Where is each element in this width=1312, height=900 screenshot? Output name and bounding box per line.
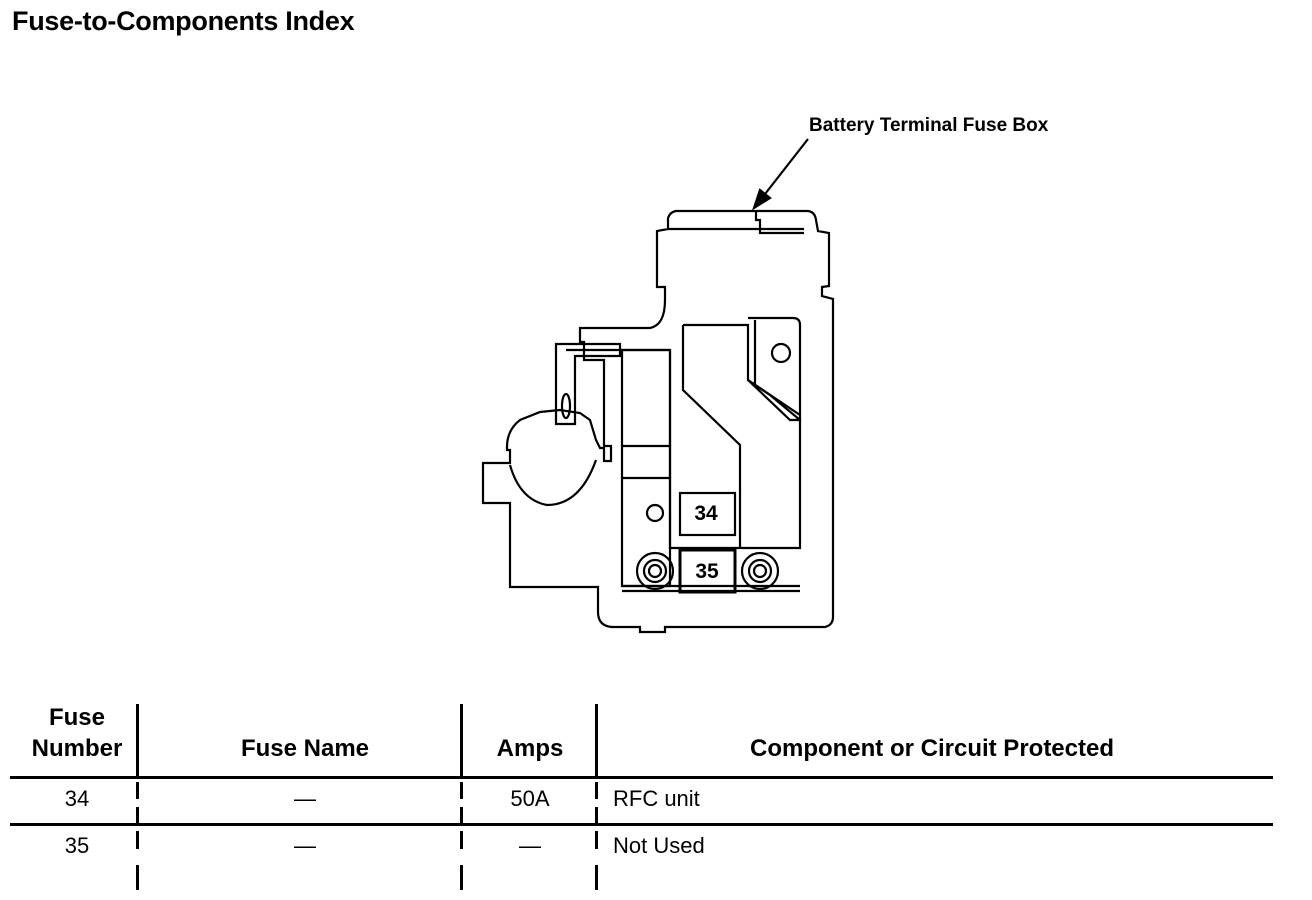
post-cutout — [508, 459, 598, 507]
top-notch — [754, 211, 804, 235]
column-divider — [595, 704, 598, 778]
row-1-name: — — [294, 786, 316, 811]
row-divider-dash — [460, 831, 463, 849]
clamp-arm — [554, 342, 622, 426]
header-component: Component or Circuit Protected — [749, 735, 1115, 762]
bolt-right-inner — [752, 563, 768, 579]
housing-outline — [481, 209, 835, 634]
mounting-hole-left — [645, 503, 665, 523]
clamp-slot — [560, 392, 572, 420]
row-rule — [10, 823, 1273, 826]
callout-arrowhead — [751, 188, 772, 211]
row-divider-dash — [595, 865, 598, 890]
row-divider-dash — [595, 831, 598, 849]
header-rule — [10, 776, 1273, 779]
callout-arrow-line — [757, 138, 809, 204]
fuse-box-diagram: Battery Terminal Fuse Box 34 35 — [481, 115, 1049, 634]
row-divider-dash — [460, 782, 463, 799]
upper-terminal-plate — [748, 316, 802, 423]
row-divider-dash — [595, 782, 598, 799]
row-2-amps: — — [519, 833, 541, 858]
header-fuse-number: Fuse Number — [31, 704, 123, 762]
row-divider-dash — [595, 807, 598, 824]
row-2-number: 35 — [64, 833, 90, 858]
header-amps: Amps — [496, 735, 564, 762]
bolt-left-mid — [642, 558, 668, 584]
fuse-34-label: 34 — [694, 502, 718, 525]
row-2-component: Not Used — [613, 833, 705, 858]
inner-left-block — [620, 348, 672, 588]
fuse-34-box — [678, 491, 737, 537]
bolt-right-outer — [740, 551, 780, 591]
row-divider-dash — [136, 831, 139, 849]
row-divider-dash — [136, 807, 139, 824]
busbar-plate — [668, 323, 802, 550]
row-1-amps: 50A — [510, 786, 550, 811]
busbar-edge — [681, 325, 742, 548]
bolt-right-mid — [747, 558, 773, 584]
row-1-component: RFC unit — [613, 786, 700, 811]
row-1-number: 34 — [64, 786, 90, 811]
mounting-hole-top — [770, 342, 792, 364]
header-fuse-name: Fuse Name — [240, 735, 370, 762]
fuse-index-table: Fuse Number Fuse Name Amps Component or … — [0, 690, 1312, 900]
row-divider-dash — [460, 865, 463, 890]
page-title: Fuse-to-Components Index — [12, 6, 355, 36]
fuse-box-drawing — [481, 138, 835, 634]
callout-label: Battery Terminal Fuse Box — [809, 115, 1049, 136]
fuse-35-label: 35 — [695, 560, 719, 583]
fuse-35-box — [678, 548, 737, 594]
row-2-name: — — [294, 833, 316, 858]
column-divider — [136, 704, 139, 778]
column-divider — [460, 704, 463, 778]
row-divider-dash — [460, 807, 463, 824]
bolt-left-inner — [647, 563, 663, 579]
bolt-left-outer — [635, 551, 675, 591]
row-divider-dash — [136, 782, 139, 799]
row-divider-dash — [136, 865, 139, 890]
